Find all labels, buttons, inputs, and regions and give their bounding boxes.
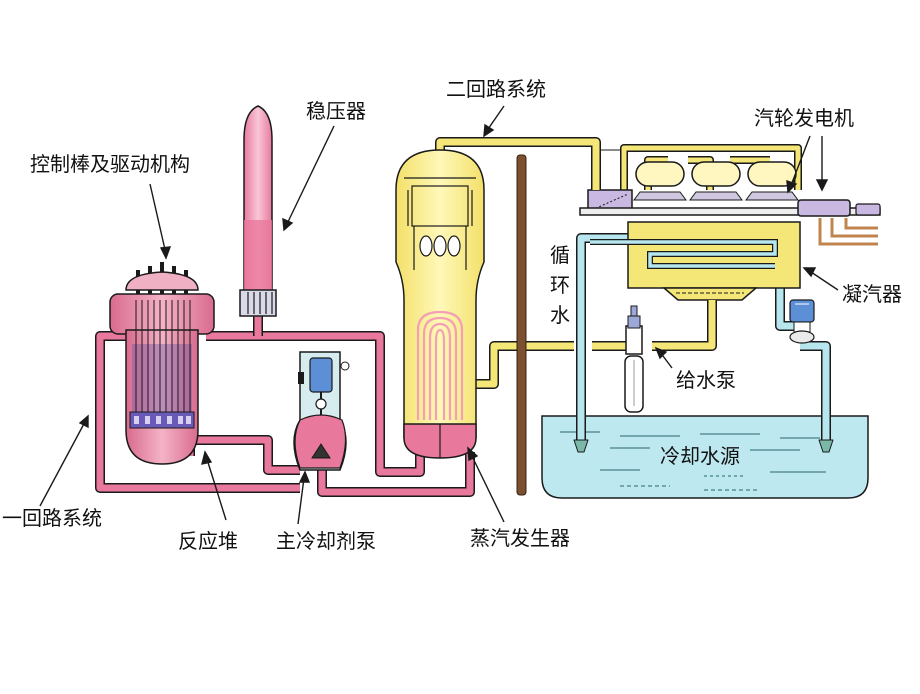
reactor-core-label: 反应堆 xyxy=(178,529,238,553)
condenser-label: 凝汽器 xyxy=(842,282,902,306)
control-rods-label: 控制棒及驱动机构 xyxy=(30,152,190,176)
water-ripples xyxy=(560,431,826,491)
steam-generator xyxy=(395,149,485,459)
circulating-pump xyxy=(789,299,815,344)
containment-wall xyxy=(516,154,527,496)
steam-generator-label: 蒸汽发生器 xyxy=(470,526,570,550)
coolant-pump-label: 主冷却剂泵 xyxy=(276,529,376,553)
pressurizer xyxy=(239,105,277,317)
cooling-source-label: 冷却水源 xyxy=(660,444,740,468)
turbine-generator-label: 汽轮发电机 xyxy=(754,106,854,130)
primary-loop-label: 一回路系统 xyxy=(2,506,102,530)
secondary-loop-label: 二回路系统 xyxy=(446,77,546,101)
secondary-loop-pipes xyxy=(435,137,717,389)
pressurizer-label: 稳压器 xyxy=(306,99,366,123)
reactor-vessel xyxy=(109,262,215,465)
main-coolant-pump xyxy=(293,351,350,471)
feed-pump xyxy=(624,305,644,413)
feed-pump-label: 给水泵 xyxy=(676,368,736,392)
leader-lines xyxy=(39,105,839,525)
circulating-water-label: 循环水 xyxy=(550,243,570,327)
condenser xyxy=(590,221,801,301)
cooling-water-basin xyxy=(541,415,869,499)
